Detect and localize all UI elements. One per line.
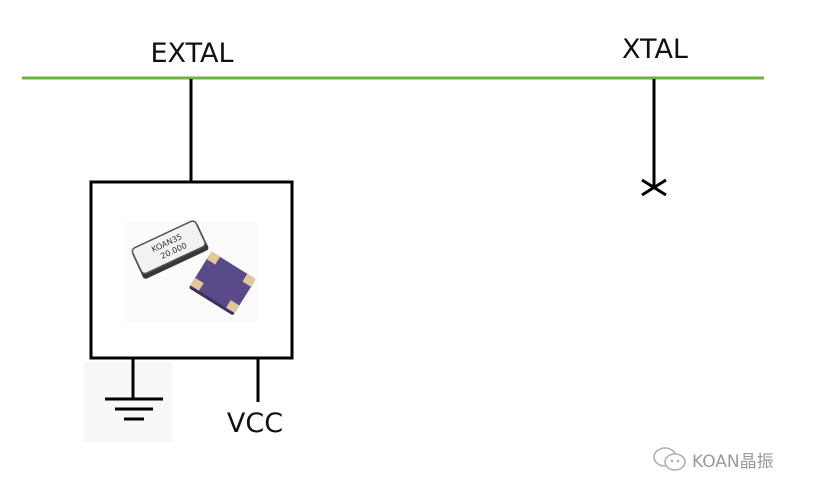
wechat-icon [653, 447, 686, 471]
watermark-text: KOAN晶振 [692, 451, 774, 472]
ground-background [84, 362, 172, 442]
ground-icon [105, 358, 163, 421]
ceramic-oscillator [189, 251, 256, 315]
no-connect-icon [641, 178, 667, 197]
oscillator-image: KOAN35 20.000 [124, 220, 258, 322]
xtal-label: XTAL [622, 34, 688, 65]
watermark: KOAN晶振 [652, 446, 774, 472]
vcc-label: VCC [227, 408, 283, 439]
extal-label: EXTAL [151, 38, 234, 69]
metal-lid-oscillator: KOAN35 20.000 [131, 220, 209, 279]
